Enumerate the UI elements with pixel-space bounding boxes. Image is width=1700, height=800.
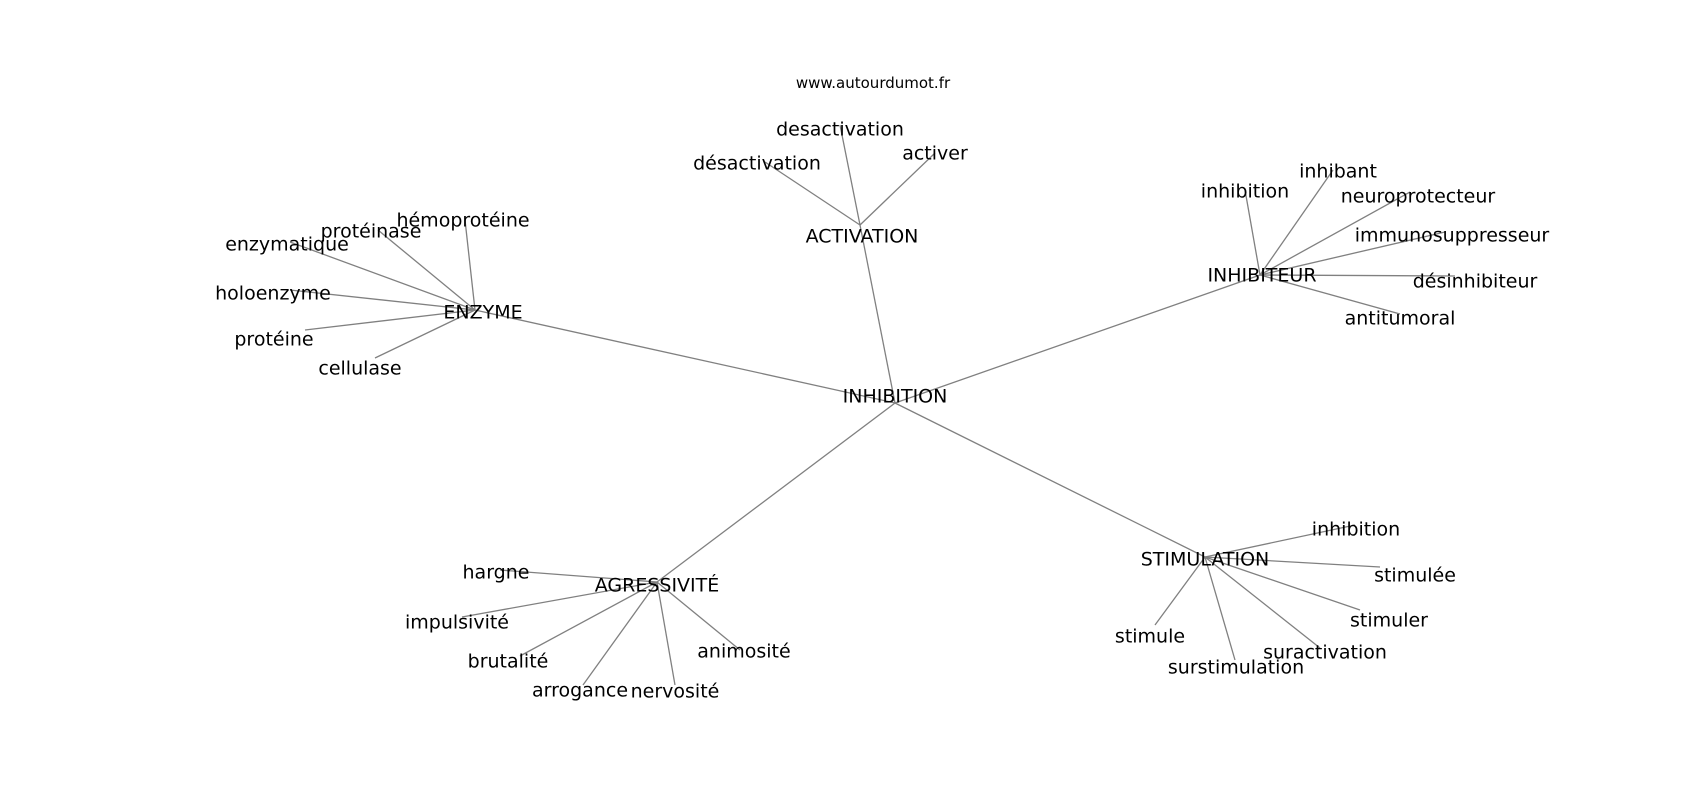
leaf-activation-activer[interactable]: activer bbox=[902, 143, 968, 165]
edge-stimulation-stimulee bbox=[1204, 556, 1381, 568]
edge-enzyme-proteinase bbox=[377, 229, 476, 311]
leaf-stimulation-surstimulation[interactable]: surstimulation bbox=[1168, 657, 1304, 679]
edge-activation-desactivation bbox=[839, 124, 861, 226]
leaf-activation-desactivation[interactable]: desactivation bbox=[776, 119, 904, 141]
leaf-agressivite-arrogance[interactable]: arrogance bbox=[532, 680, 628, 702]
edge-agressivite-nervosite bbox=[656, 581, 676, 686]
edge-inhibiteur-neuroprotecteur bbox=[1259, 191, 1411, 276]
edge-stimulation-stimule bbox=[1154, 556, 1206, 626]
edge-agressivite-hargne bbox=[499, 569, 658, 583]
leaf-enzyme-hemoproteine[interactable]: hémoprotéine bbox=[396, 210, 529, 232]
leaf-enzyme-cellulase[interactable]: cellulase bbox=[318, 358, 401, 380]
node-activation[interactable]: ACTIVATION bbox=[806, 226, 919, 248]
edges bbox=[289, 124, 1456, 686]
edge-enzyme-hemoproteine bbox=[464, 219, 476, 311]
node-enzyme[interactable]: ENZYME bbox=[443, 302, 522, 324]
edge-stimulation-stimuler bbox=[1204, 556, 1361, 611]
leaf-inhibiteur-immunosuppresseur[interactable]: immunosuppresseur bbox=[1355, 225, 1550, 247]
edge-agressivite-brutalite bbox=[519, 581, 658, 657]
node-stimulation[interactable]: STIMULATION bbox=[1141, 549, 1270, 571]
node-agressivite[interactable]: AGRESSIVITÉ bbox=[595, 574, 720, 597]
node-inhibiteur[interactable]: INHIBITEUR bbox=[1207, 265, 1316, 287]
source-label: www.autourdumot.fr bbox=[796, 74, 951, 92]
edge-inhibiteur-antitumoral bbox=[1259, 274, 1401, 315]
edge-inhibiteur-immunosuppresseur bbox=[1259, 231, 1446, 276]
leaf-inhibiteur-desinhibiteur[interactable]: désinhibiteur bbox=[1413, 271, 1538, 293]
leaf-inhibiteur-inhibant[interactable]: inhibant bbox=[1299, 161, 1377, 183]
leaf-agressivite-nervosite[interactable]: nervosité bbox=[631, 681, 720, 703]
leaf-stimulation-stimulee[interactable]: stimulée bbox=[1374, 565, 1456, 587]
edge-activation-activer bbox=[859, 152, 936, 226]
leaf-activation-desactivation-accent[interactable]: désactivation bbox=[693, 153, 821, 175]
edge-inhibiteur-inhibant bbox=[1259, 169, 1334, 276]
leaf-stimulation-suractivation[interactable]: suractivation bbox=[1263, 642, 1387, 664]
labels: INHIBITION ACTIVATION desactivation désacti… bbox=[215, 119, 1549, 703]
edge-stimulation-surstimulation bbox=[1204, 556, 1236, 661]
leaf-agressivite-impulsivite[interactable]: impulsivité bbox=[405, 612, 509, 634]
edge-enzyme-cellulase bbox=[374, 309, 476, 359]
leaf-inhibiteur-neuroprotecteur[interactable]: neuroprotecteur bbox=[1341, 186, 1496, 208]
edge-stimulation-suractivation bbox=[1204, 556, 1321, 649]
leaf-inhibiteur-antitumoral[interactable]: antitumoral bbox=[1345, 308, 1456, 330]
leaf-agressivite-animosite[interactable]: animosité bbox=[697, 641, 790, 663]
leaf-inhibiteur-inhibition[interactable]: inhibition bbox=[1201, 181, 1289, 203]
leaf-enzyme-enzymatique[interactable]: enzymatique bbox=[225, 234, 349, 256]
leaf-agressivite-brutalite[interactable]: brutalité bbox=[468, 651, 549, 673]
leaf-enzyme-proteinase[interactable]: protéinase bbox=[321, 221, 422, 243]
leaf-agressivite-hargne[interactable]: hargne bbox=[463, 562, 530, 584]
edge-enzyme-proteine bbox=[304, 309, 476, 331]
edge-agressivite-animosite bbox=[656, 581, 741, 651]
edge-inhibiteur-inhibition bbox=[1244, 189, 1261, 276]
edge-center-agressivite bbox=[656, 402, 896, 583]
edge-inhibiteur-desinhibiteur bbox=[1259, 274, 1456, 277]
leaf-stimulation-stimuler[interactable]: stimuler bbox=[1350, 610, 1428, 632]
node-center-inhibition[interactable]: INHIBITION bbox=[843, 386, 948, 408]
leaf-stimulation-inhibition[interactable]: inhibition bbox=[1312, 519, 1400, 541]
edge-center-enzyme bbox=[474, 309, 896, 404]
leaf-enzyme-proteine[interactable]: protéine bbox=[234, 329, 313, 351]
edge-center-inhibiteur bbox=[894, 274, 1261, 404]
edge-center-activation bbox=[859, 224, 896, 404]
edge-agressivite-impulsivite bbox=[461, 581, 658, 618]
edge-enzyme-holoenzyme bbox=[289, 289, 476, 311]
edge-stimulation-inhibition bbox=[1204, 524, 1356, 558]
leaf-enzyme-holoenzyme[interactable]: holoenzyme bbox=[215, 283, 331, 305]
edge-enzyme-enzymatique bbox=[289, 241, 476, 311]
edge-activation-desactivation-accent bbox=[764, 161, 861, 226]
edge-agressivite-arrogance bbox=[582, 581, 658, 686]
leaf-stimulation-stimule[interactable]: stimule bbox=[1115, 626, 1185, 648]
edge-center-stimulation bbox=[894, 402, 1206, 558]
